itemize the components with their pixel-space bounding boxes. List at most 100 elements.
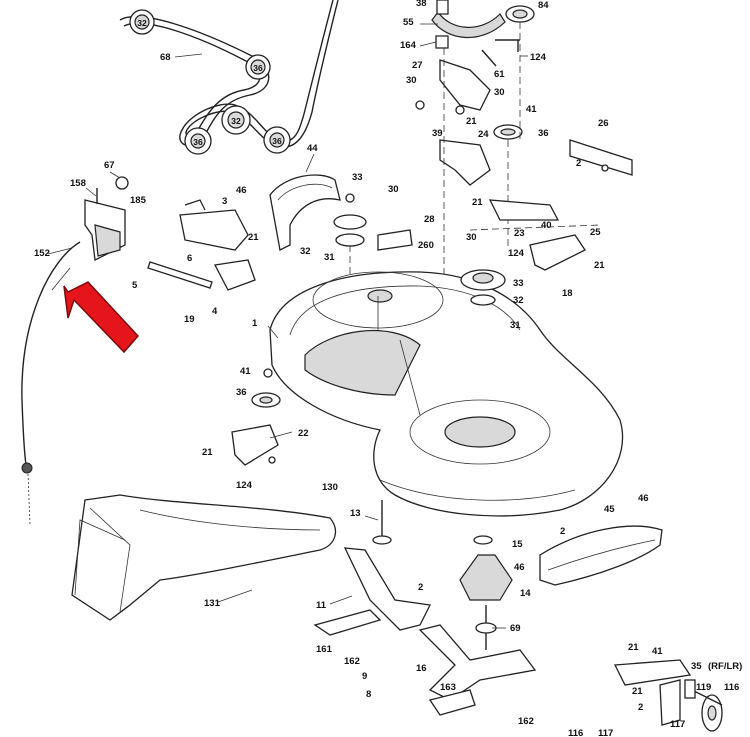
- label-21: 21: [202, 447, 213, 458]
- label-15: 15: [512, 539, 523, 550]
- label-36: 36: [236, 387, 247, 398]
- label-55: 55: [403, 17, 414, 28]
- discharge-chute-131: [71, 494, 337, 621]
- bracket-185: [84, 176, 129, 261]
- bracket-22: [231, 424, 279, 466]
- blade-11: [313, 547, 431, 636]
- control-cable: [21, 241, 81, 526]
- label-rf-lr: (RF/LR): [708, 661, 742, 672]
- label-3: 3: [222, 196, 227, 207]
- label-68: 68: [160, 52, 171, 63]
- label-21: 21: [248, 232, 259, 243]
- pulley-stack-left: [333, 193, 367, 300]
- label-21: 21: [472, 197, 483, 208]
- pulley-32-top: 32: [129, 9, 155, 35]
- label-31: 31: [324, 252, 335, 263]
- label-5: 5: [132, 280, 138, 291]
- label-36: 36: [272, 136, 282, 146]
- label-45: 45: [604, 504, 615, 515]
- label-21: 21: [466, 116, 477, 127]
- label-9: 9: [362, 671, 367, 682]
- label-158: 158: [70, 178, 86, 189]
- label-69: 69: [510, 623, 521, 634]
- label-117: 117: [598, 728, 613, 737]
- label-61: 61: [494, 69, 505, 80]
- label-36: 36: [193, 137, 203, 147]
- pulley-36-right: 36: [245, 54, 271, 80]
- label-2: 2: [638, 702, 643, 713]
- label-14: 14: [520, 588, 531, 599]
- label-41: 41: [240, 366, 251, 377]
- label-84: 84: [538, 0, 549, 11]
- belt-guard-44: [269, 174, 341, 251]
- label-16: 16: [416, 663, 427, 674]
- label-46: 46: [638, 493, 649, 504]
- label-6: 6: [187, 253, 192, 264]
- label-38: 38: [416, 0, 427, 9]
- label-30: 30: [494, 87, 505, 98]
- pulley-36-bottom-right: 36: [263, 126, 291, 154]
- label-124: 124: [508, 248, 525, 259]
- label-162: 162: [518, 716, 534, 727]
- label-41: 41: [526, 104, 537, 115]
- red-arrow-indicator: [63, 281, 140, 354]
- label-117: 117: [670, 719, 685, 730]
- label-36: 36: [538, 128, 549, 139]
- label-27: 27: [412, 60, 423, 71]
- label-33: 33: [352, 172, 363, 183]
- label-25: 25: [590, 227, 601, 238]
- idler-arm-right: [469, 199, 601, 271]
- label-30: 30: [388, 184, 399, 195]
- label-21: 21: [594, 260, 605, 271]
- label-30: 30: [406, 75, 417, 86]
- label-119: 119: [696, 682, 711, 693]
- pulley-stack-right: [460, 269, 506, 306]
- label-36: 36: [253, 63, 263, 73]
- label-21: 21: [632, 686, 643, 697]
- label-41: 41: [652, 646, 663, 657]
- label-2: 2: [418, 582, 423, 593]
- label-124: 124: [236, 480, 253, 491]
- label-124: 124: [530, 52, 547, 63]
- label-39: 39: [432, 128, 443, 139]
- label-32: 32: [513, 295, 524, 306]
- label-130: 130: [322, 482, 338, 493]
- idler-assembly-top: [415, 0, 535, 320]
- label-131: 131: [204, 598, 221, 609]
- label-19: 19: [184, 314, 195, 325]
- label-22: 22: [298, 428, 309, 439]
- label-164: 164: [400, 40, 417, 51]
- label-8: 8: [366, 689, 371, 700]
- label-35: 35: [691, 661, 702, 672]
- deflector-shield-45: [539, 525, 663, 586]
- label-161: 161: [316, 644, 333, 655]
- spindle-housing-14: [459, 535, 513, 650]
- label-260: 260: [418, 240, 434, 251]
- label-116: 116: [568, 728, 583, 737]
- label-40: 40: [541, 220, 552, 231]
- label-116: 116: [724, 682, 739, 693]
- rod-6: [147, 259, 256, 291]
- drive-belt: [119, 0, 339, 148]
- label-28: 28: [424, 214, 435, 225]
- label-24: 24: [478, 129, 489, 140]
- mower-deck: [269, 271, 624, 517]
- pulley-36-left-deck: [251, 368, 281, 408]
- pulley-36-left: 36: [184, 127, 212, 155]
- label-32: 32: [231, 116, 241, 126]
- gauge-wheel-assembly: [613, 659, 723, 732]
- label-23: 23: [514, 228, 525, 239]
- label-67: 67: [104, 160, 115, 171]
- bracket-3: [179, 199, 249, 251]
- bracket-26: [569, 139, 633, 176]
- leader-lines: [47, 23, 528, 629]
- label-46: 46: [236, 185, 247, 196]
- label-30: 30: [466, 232, 477, 243]
- spindle-13: [372, 500, 392, 545]
- blade-16: [418, 624, 537, 716]
- label-26: 26: [598, 118, 609, 129]
- label-46: 46: [514, 562, 525, 573]
- label-1: 1: [252, 318, 258, 329]
